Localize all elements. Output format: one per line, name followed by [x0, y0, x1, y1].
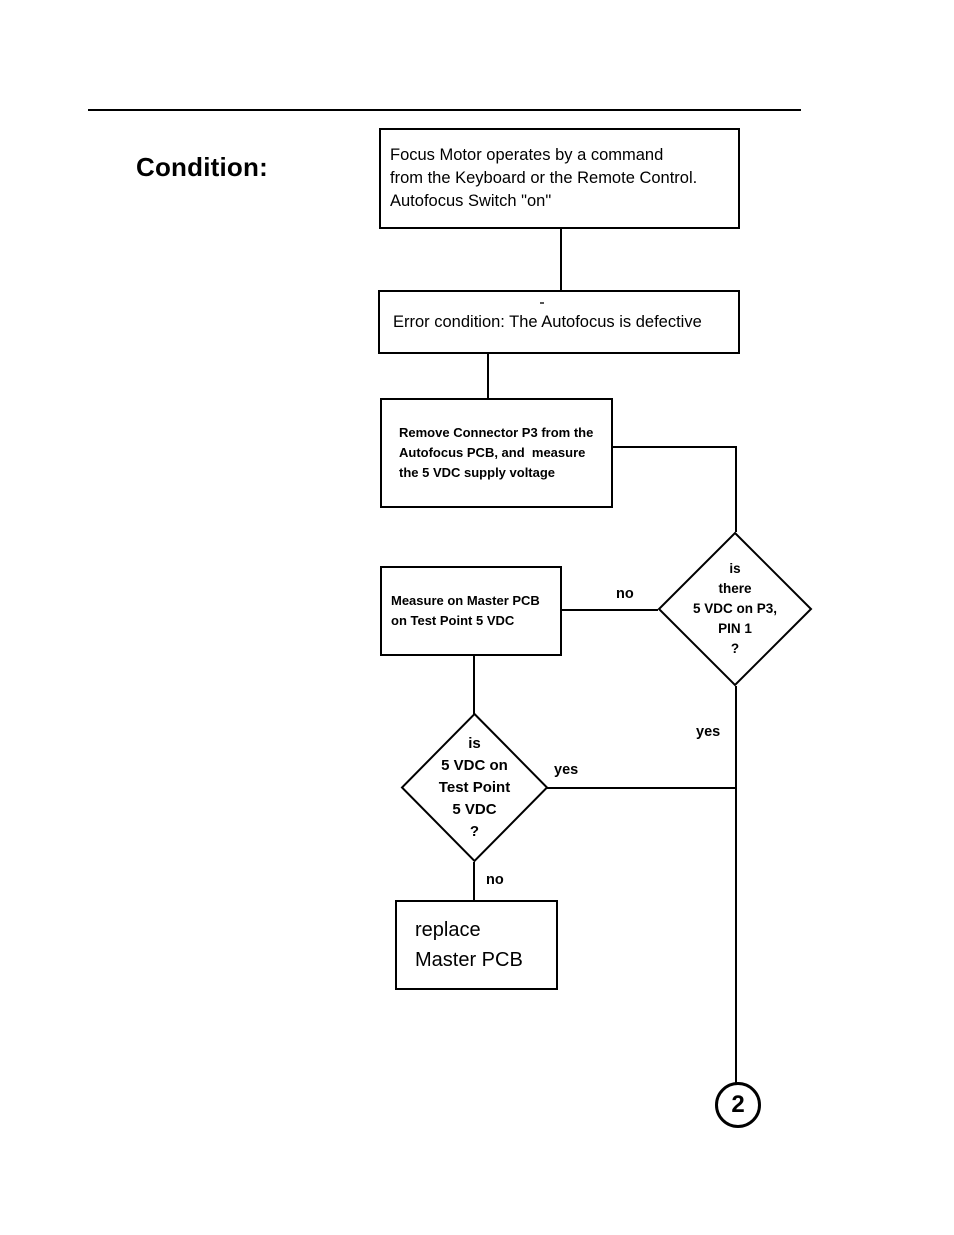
box-text-line: Error condition: The Autofocus is defect… [393, 313, 702, 331]
box-text-line: from the Keyboard or the Remote Control. [390, 169, 698, 187]
diamond-text-line: ? [469, 822, 480, 840]
connector-b3-d1-horizontal [613, 446, 737, 448]
connector-d1-circle-yes [735, 686, 737, 1083]
box-text-line: replace [415, 919, 481, 941]
diamond-text-line: there [718, 581, 752, 596]
diamond-text-line: Test Point [438, 778, 511, 796]
connector-b3-d1-vertical [735, 446, 737, 532]
connector-d2-trunk-yes [547, 787, 737, 789]
connector-d1-b4-no [562, 609, 658, 611]
diamond-text-group: is 5 VDC on Test Point 5 VDC ? [400, 712, 549, 863]
header-divider [88, 109, 801, 111]
box-text-line: Master PCB [415, 949, 523, 971]
box-text-line: Focus Motor operates by a command [390, 146, 664, 164]
diamond-text-line: 5 VDC on [441, 756, 508, 774]
diamond-text-group: is there 5 VDC on P3, PIN 1 ? [657, 531, 813, 687]
process-box-focus-motor: Focus Motor operates by a command from t… [379, 128, 740, 229]
diamond-text-line: PIN 1 [718, 621, 752, 636]
connector-b2-b3 [487, 353, 489, 399]
connector-b1-b2 [560, 229, 562, 291]
process-box-remove-connector-p3: Remove Connector P3 from the Autofocus P… [380, 398, 613, 508]
diamond-text-line: 5 VDC on P3, [692, 601, 778, 616]
decision-diamond-5vdc-test-point: is 5 VDC on Test Point 5 VDC ? [400, 712, 549, 863]
box-text-line: Measure on Master PCB [391, 593, 540, 608]
box-text-line: on Test Point 5 VDC [391, 613, 515, 628]
box-text-line: Remove Connector P3 from the [399, 425, 594, 440]
diamond-shape [657, 531, 813, 687]
edge-label-d1-no: no [616, 586, 634, 602]
process-box-replace-master-pcb: replace Master PCB [395, 900, 558, 990]
connector-b4-d2 [473, 656, 475, 714]
box-text-line: Autofocus Switch "on" [390, 192, 552, 210]
page-title: Condition: [136, 152, 268, 182]
decision-diamond-5vdc-p3-pin1: is there 5 VDC on P3, PIN 1 ? [657, 531, 813, 687]
scan-artifact-speck [540, 302, 544, 304]
edge-label-d2-yes: yes [554, 762, 579, 778]
process-box-error-condition: Error condition: The Autofocus is defect… [378, 290, 740, 354]
diamond-shape [400, 712, 549, 863]
connector-d2-b5-no [473, 862, 475, 901]
edge-label-d2-no: no [486, 872, 504, 888]
box-text-line: the 5 VDC supply voltage [399, 465, 556, 480]
off-page-connector-2: 2 [715, 1082, 761, 1128]
diamond-text-line: is [468, 734, 481, 752]
diamond-text-line: 5 VDC [452, 800, 497, 818]
diamond-text-line: is [729, 561, 741, 576]
process-box-measure-master-pcb: Measure on Master PCB on Test Point 5 VD… [380, 566, 562, 656]
edge-label-d1-yes: yes [696, 724, 721, 740]
box-text-line: Autofocus PCB, and measure [399, 445, 586, 460]
diamond-text-line: ? [730, 641, 740, 656]
